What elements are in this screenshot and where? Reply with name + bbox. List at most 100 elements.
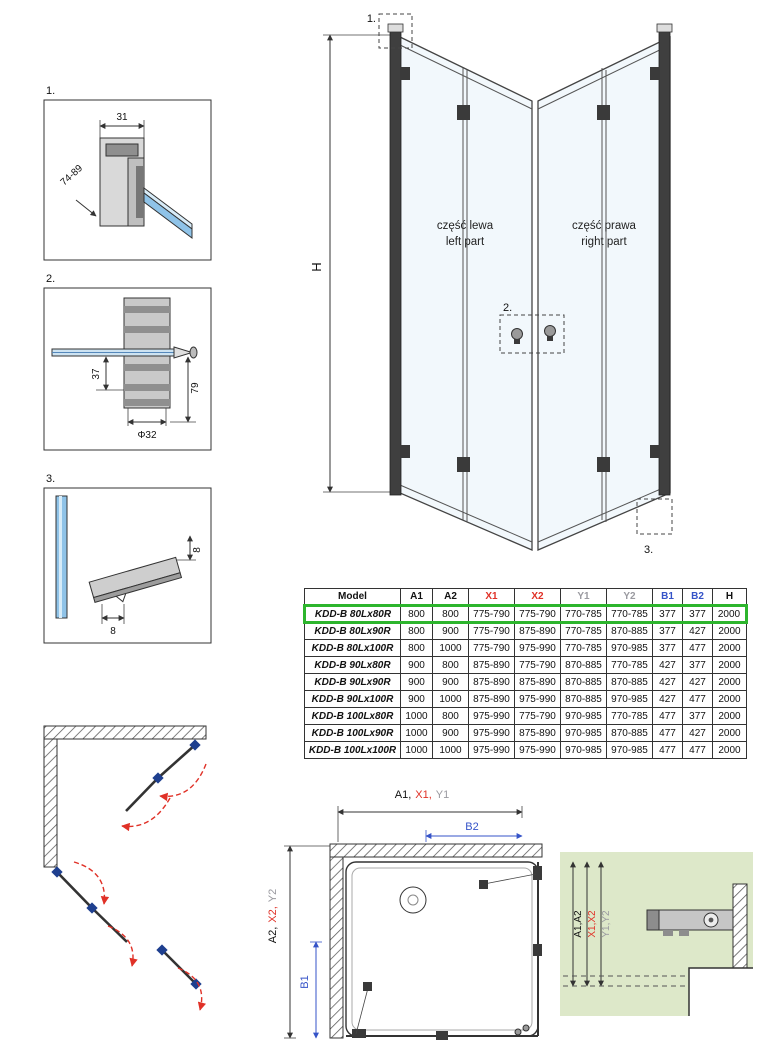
value-cell: 900 xyxy=(400,673,433,691)
value-cell: 2000 xyxy=(712,622,747,640)
model-cell: KDD-B 90Lx100R xyxy=(304,690,401,708)
value-cell: 870-885 xyxy=(606,724,653,742)
value-cell: 970-985 xyxy=(560,741,607,759)
glass-rod xyxy=(51,346,198,359)
right-post-cap xyxy=(656,23,673,33)
value-cell: 975-990 xyxy=(468,741,515,759)
value-cell: 775-790 xyxy=(514,656,561,674)
value-cell: 477 xyxy=(682,690,713,708)
plan-view: A1,X1,Y1 B2 A2,X2,Y2 B1 xyxy=(267,789,543,1040)
value-cell: 775-790 xyxy=(514,707,561,725)
right-wall-profile xyxy=(658,30,671,496)
svg-text:37: 37 xyxy=(91,368,102,380)
value-cell: 2000 xyxy=(712,690,747,708)
glass-pane xyxy=(55,495,68,619)
value-cell: 900 xyxy=(432,673,469,691)
value-cell: 900 xyxy=(400,690,433,708)
main-enclosure-drawing: H xyxy=(309,13,673,556)
value-cell: 875-890 xyxy=(514,673,561,691)
value-cell: 975-990 xyxy=(514,741,561,759)
height-dimension: H xyxy=(309,34,392,493)
callout-2: 2. xyxy=(499,302,565,354)
value-cell: 477 xyxy=(652,707,683,725)
top-wall xyxy=(43,725,207,740)
value-cell: 870-885 xyxy=(606,622,653,640)
detail-2-label: 2. xyxy=(46,273,55,285)
value-cell: 875-890 xyxy=(514,724,561,742)
detail-3-drawing: 3. 8 8 xyxy=(43,473,212,644)
value-cell: 870-885 xyxy=(560,673,607,691)
value-cell: 800 xyxy=(432,604,469,624)
value-cell: 770-785 xyxy=(560,639,607,657)
value-cell: 775-790 xyxy=(514,604,561,624)
dim-79: 79 xyxy=(170,356,201,423)
value-cell: 800 xyxy=(432,707,469,725)
model-cell: KDD-B 100Lx80R xyxy=(304,707,401,725)
model-cell: KDD-B 80Lx80R xyxy=(303,604,401,624)
value-cell: 2000 xyxy=(712,639,747,657)
svg-text:8: 8 xyxy=(192,547,203,553)
dim-8-vertical: 8 xyxy=(176,535,203,561)
detail-2-drawing: 2. 37 Φ32 79 xyxy=(43,273,212,451)
adjust-dim-lines xyxy=(570,861,604,987)
col-header-h: H xyxy=(712,588,747,606)
value-cell: 477 xyxy=(682,741,713,759)
right-part-label-pl: część prawa xyxy=(572,220,637,232)
value-cell: 975-990 xyxy=(514,690,561,708)
dim-phi32: Φ32 xyxy=(127,408,167,441)
value-cell: 427 xyxy=(652,673,683,691)
col-header-y1: Y1 xyxy=(560,588,607,606)
value-cell: 427 xyxy=(652,656,683,674)
col-header-x2: X2 xyxy=(514,588,561,606)
value-cell: 770-785 xyxy=(560,622,607,640)
value-cell: 900 xyxy=(432,724,469,742)
wall-profile-section xyxy=(99,137,145,227)
bottom-seal-profile xyxy=(88,556,183,603)
plan-b1-dimension xyxy=(310,941,322,1039)
drain-icon xyxy=(399,886,427,914)
left-wall-profile xyxy=(389,30,402,496)
tray-corner xyxy=(688,967,753,1016)
plan-left-dimension xyxy=(284,845,330,1039)
value-cell: 377 xyxy=(652,639,683,657)
value-cell: 970-985 xyxy=(606,741,653,759)
door-segments xyxy=(51,739,202,990)
value-cell: 1000 xyxy=(432,690,469,708)
col-header-x1: X1 xyxy=(468,588,515,606)
dim-31: 31 xyxy=(99,112,145,138)
col-header-a2: A2 xyxy=(432,588,469,606)
value-cell: 975-990 xyxy=(468,724,515,742)
model-cell: KDD-B 100Lx90R xyxy=(304,724,401,742)
model-cell: KDD-B 100Lx100R xyxy=(304,741,401,759)
svg-text:79: 79 xyxy=(190,382,201,394)
value-cell: 770-785 xyxy=(606,604,653,624)
callout-2-label: 2. xyxy=(503,302,512,314)
value-cell: 800 xyxy=(400,604,433,624)
svg-text:8: 8 xyxy=(110,626,116,637)
detail-3-frame xyxy=(43,487,212,644)
wall-section xyxy=(732,883,748,977)
left-part-label-pl: część lewa xyxy=(437,220,494,232)
value-cell: 2000 xyxy=(712,707,747,725)
col-header-b1: B1 xyxy=(652,588,683,606)
wall-hinges xyxy=(400,67,660,458)
adjustment-detail: A1,A2 X1,X2 Y1,Y2 xyxy=(560,852,753,1016)
right-part-label-en: right part xyxy=(581,236,627,248)
value-cell: 875-890 xyxy=(514,622,561,640)
value-cell: 427 xyxy=(652,690,683,708)
handle-icon xyxy=(522,1024,530,1032)
plan-top-dimension xyxy=(337,806,523,842)
value-cell: 775-790 xyxy=(468,622,515,640)
value-cell: 870-885 xyxy=(606,673,653,691)
value-cell: 875-890 xyxy=(468,690,515,708)
col-header-b2: B2 xyxy=(682,588,713,606)
callout-1: 1. xyxy=(367,13,413,49)
value-cell: 770-785 xyxy=(606,707,653,725)
plan-top-wall xyxy=(329,843,543,858)
value-cell: 970-985 xyxy=(560,724,607,742)
left-post-cap xyxy=(387,23,404,33)
